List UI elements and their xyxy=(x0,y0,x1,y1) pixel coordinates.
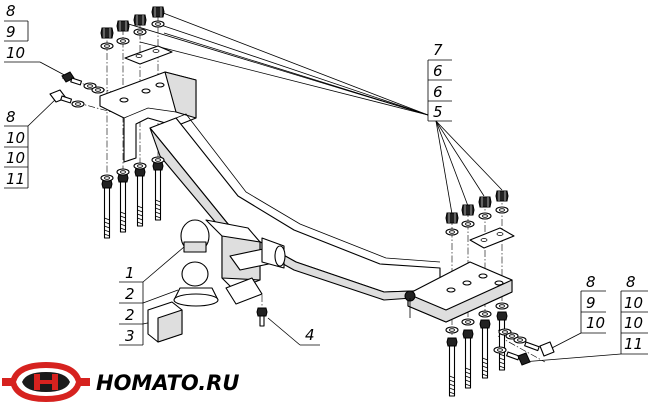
callout-label: 10 xyxy=(6,129,25,147)
callout-label: 6 xyxy=(433,83,443,101)
ball-cover-cap xyxy=(147,301,183,343)
callout-group-bottom-right-a: 8 9 10 xyxy=(547,273,606,351)
receiver-bolt xyxy=(256,307,268,327)
right-top-plate xyxy=(469,227,515,249)
callout-group-top-left-a: 8 9 xyxy=(4,2,29,42)
callout-label: 11 xyxy=(6,170,25,188)
callout-label: 10 xyxy=(6,149,25,167)
leader-line xyxy=(142,246,185,283)
callout-group-mid-left: 8 10 10 11 xyxy=(4,96,59,189)
callout-group-right-top: 7 6 6 5 xyxy=(121,10,503,215)
callout-label: 2 xyxy=(125,306,135,324)
callout-label: 7 xyxy=(433,41,443,59)
tow-ball xyxy=(173,219,219,307)
callout-group-bottom-right-b: 8 10 10 11 xyxy=(521,273,648,363)
callout-label: 5 xyxy=(433,103,443,121)
hardware-side-bolts-right xyxy=(493,328,555,366)
callout-label: 8 xyxy=(586,273,596,291)
callout-label: 1 xyxy=(125,264,135,282)
left-bracket xyxy=(99,71,197,163)
callout-label: 3 xyxy=(125,327,135,345)
leader-line xyxy=(547,332,582,351)
leader-line xyxy=(435,120,469,207)
callout-label: 8 xyxy=(6,2,16,20)
callout-label: 6 xyxy=(433,62,443,80)
left-top-plate xyxy=(124,45,173,65)
logo-emblem-icon xyxy=(2,362,90,402)
hardware-side-bolts-left xyxy=(49,71,105,108)
callout-group-center-bottom: 4 xyxy=(267,317,320,346)
callout-label: 10 xyxy=(6,44,25,62)
callout-label: 11 xyxy=(624,335,643,353)
leader-line xyxy=(521,353,622,363)
callout-label: 10 xyxy=(586,314,605,332)
leader-line xyxy=(157,23,429,116)
leader-line xyxy=(27,96,59,127)
callout-label: 2 xyxy=(125,285,135,303)
leader-line xyxy=(157,10,429,116)
callout-label: 10 xyxy=(624,314,643,332)
callout-label: 10 xyxy=(624,294,643,312)
leader-line xyxy=(139,41,429,116)
callout-label: 8 xyxy=(626,273,636,291)
callout-group-top-left-b: 10 xyxy=(4,44,71,79)
leader-line xyxy=(142,289,179,304)
leader-line xyxy=(435,120,485,197)
logo-text: HOMATO.RU xyxy=(96,371,239,395)
callout-group-left-bottom: 1 2 2 3 xyxy=(119,246,185,346)
hitch-receiver xyxy=(205,219,286,305)
leader-line xyxy=(267,317,301,346)
leader-line xyxy=(435,120,453,215)
callout-label: 4 xyxy=(305,326,315,344)
callout-label: 9 xyxy=(586,294,596,312)
callout-label: 8 xyxy=(6,108,16,126)
homato-logo: HOMATO.RU xyxy=(2,362,239,402)
callout-label: 9 xyxy=(6,23,16,41)
right-bracket xyxy=(404,261,513,323)
leader-line xyxy=(121,21,429,116)
leader-line xyxy=(435,120,503,191)
